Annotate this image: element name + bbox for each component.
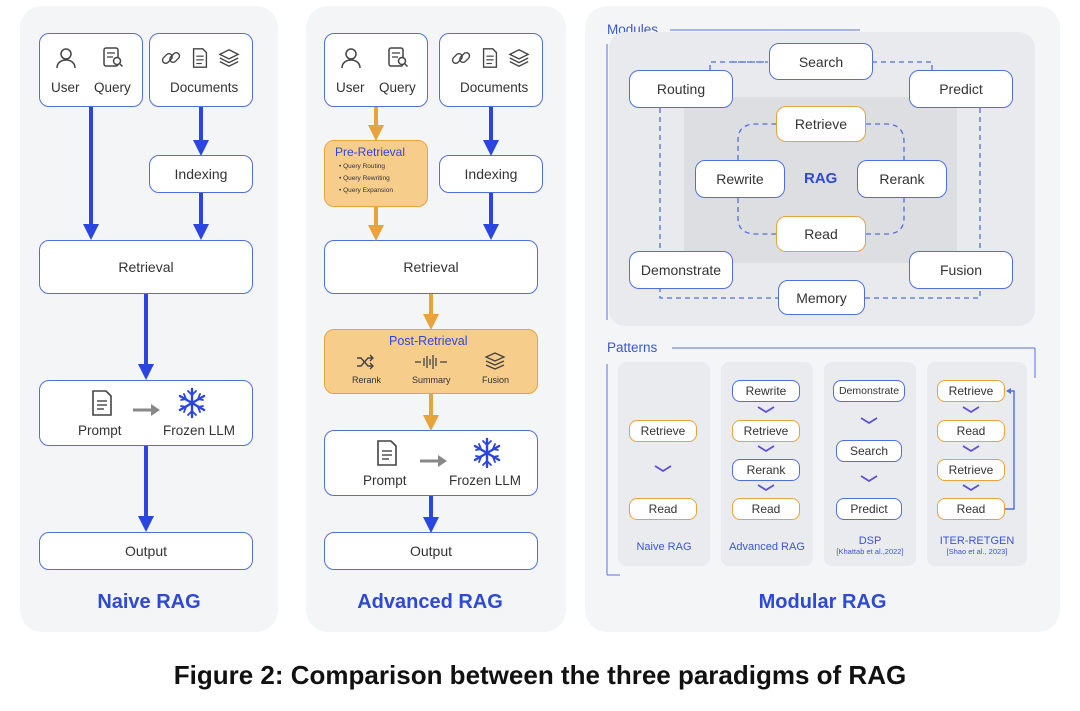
module-memory: Memory <box>778 280 865 315</box>
naive-query-label: Query <box>94 80 131 95</box>
post-item-fusion: Fusion <box>482 375 510 385</box>
naive-indexing-label: Indexing <box>174 166 228 182</box>
pre-retrieval-item: • Query Expansion <box>339 187 393 194</box>
user-icon <box>341 48 361 69</box>
pattern-step: Retrieve <box>732 420 800 442</box>
pattern-step: Read <box>937 498 1005 520</box>
naive-user-query-box <box>39 33 143 107</box>
pre-retrieval-item: • Query Routing <box>339 163 386 170</box>
layers-icon <box>218 48 240 68</box>
naive-user-label: User <box>51 80 80 95</box>
patterns-label: Patterns <box>607 340 658 355</box>
query-icon <box>103 47 124 68</box>
document-icon <box>482 48 498 68</box>
pattern-step: Retrieve <box>937 380 1005 402</box>
pattern-naive-column <box>618 362 710 566</box>
pattern-step: Rerank <box>732 459 800 481</box>
pattern-dsp-name: DSP[Khattab et al.,2022] <box>836 535 904 556</box>
naive-output-label: Output <box>124 543 168 559</box>
naive-indexing-box: Indexing <box>149 155 253 193</box>
pattern-step: Retrieve <box>629 420 697 442</box>
module-predict: Predict <box>909 70 1013 108</box>
naive-documents-box <box>149 33 253 107</box>
naive-retrieval-box: Retrieval <box>39 240 253 294</box>
pre-retrieval-title: Pre-Retrieval <box>335 145 406 159</box>
prompt-icon <box>377 440 397 466</box>
pre-retrieval-item: • Query Rewriting <box>339 175 390 182</box>
link-icon <box>451 52 471 64</box>
naive-output-box: Output <box>39 532 253 570</box>
shuffle-icon <box>357 354 374 370</box>
pattern-naive-name: Naive RAG <box>636 541 692 553</box>
pattern-step: Read <box>937 420 1005 442</box>
pre-retrieval-box <box>324 140 428 207</box>
document-icon <box>192 48 208 68</box>
modular-rag-title: Modular RAG <box>758 591 887 613</box>
link-icon <box>161 52 181 64</box>
module-rag-center-label: RAG <box>804 170 838 187</box>
post-item-summary: Summary <box>412 375 451 385</box>
pattern-step: Retrieve <box>937 459 1005 481</box>
adv-frozen-llm-label: Frozen LLM <box>449 473 522 488</box>
figure-caption: Figure 2: Comparison between the three p… <box>173 660 907 690</box>
adv-documents-label: Documents <box>460 80 529 95</box>
module-fusion: Fusion <box>909 251 1013 289</box>
fusion-icon <box>484 352 506 370</box>
adv-documents-box <box>439 33 543 107</box>
module-rewrite: Rewrite <box>695 160 785 198</box>
module-read: Read <box>776 216 866 252</box>
post-item-rerank: Rerank <box>352 375 382 385</box>
pattern-iter-name: ITER-RETGEN[Shao et al., 2023] <box>939 535 1015 556</box>
user-icon <box>56 48 76 69</box>
adv-indexing-box: Indexing <box>439 155 543 193</box>
module-retrieve: Retrieve <box>776 106 866 142</box>
layers-icon <box>508 48 530 68</box>
naive-rag-title: Naive RAG <box>97 591 201 613</box>
summary-wave-icon <box>415 355 447 369</box>
prompt-icon <box>92 390 112 416</box>
adv-query-label: Query <box>379 80 416 95</box>
arrow-right-icon <box>133 404 160 416</box>
module-search: Search <box>769 43 873 80</box>
arrow-right-icon <box>420 455 447 467</box>
adv-output-box: Output <box>324 532 538 570</box>
naive-arrows <box>83 107 209 532</box>
naive-generation-box <box>39 380 253 446</box>
pattern-step: Rewrite <box>732 380 800 402</box>
module-demonstrate: Demonstrate <box>629 251 733 289</box>
adv-indexing-label: Indexing <box>464 166 518 182</box>
naive-retrieval-label: Retrieval <box>118 259 174 275</box>
pattern-step: Search <box>836 440 902 462</box>
pattern-step: Read <box>732 498 800 520</box>
post-retrieval-title: Post-Retrieval <box>389 334 468 348</box>
adv-retrieval-box: Retrieval <box>324 240 538 294</box>
module-routing: Routing <box>629 70 733 108</box>
query-icon <box>388 47 409 68</box>
pattern-advanced-name: Advanced RAG <box>729 541 805 553</box>
adv-retrieval-label: Retrieval <box>403 259 459 275</box>
snowflake-icon <box>178 387 206 419</box>
pattern-step: Demonstrate <box>833 380 905 402</box>
advanced-arrows <box>368 107 499 533</box>
module-rerank: Rerank <box>857 160 947 198</box>
pattern-step: Read <box>629 498 697 520</box>
pattern-step: Predict <box>836 498 902 520</box>
naive-frozen-llm-label: Frozen LLM <box>163 423 236 438</box>
advanced-rag-title: Advanced RAG <box>357 591 503 613</box>
adv-prompt-label: Prompt <box>363 473 407 488</box>
adv-user-label: User <box>336 80 365 95</box>
snowflake-icon <box>473 437 501 469</box>
adv-generation-box <box>324 430 538 496</box>
adv-user-query-box <box>324 33 428 107</box>
naive-prompt-label: Prompt <box>78 423 122 438</box>
naive-documents-label: Documents <box>170 80 239 95</box>
adv-output-label: Output <box>409 543 453 559</box>
